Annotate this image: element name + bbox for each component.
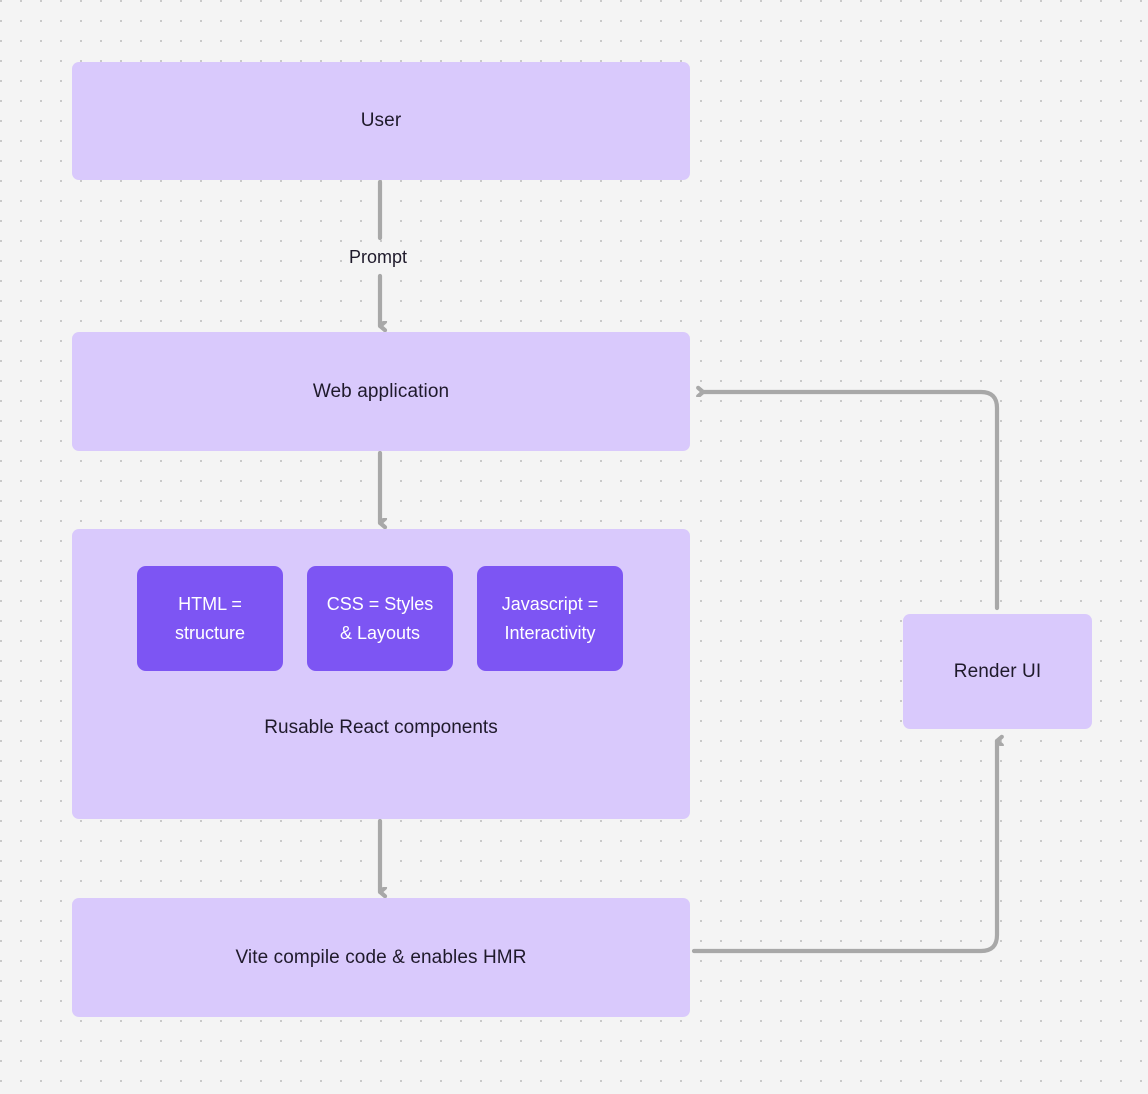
chip-html-label: HTML = structure	[169, 590, 251, 648]
node-web-application[interactable]: Web application	[72, 332, 690, 451]
node-user-label: User	[360, 110, 402, 132]
node-user[interactable]: User	[72, 62, 690, 180]
chip-javascript[interactable]: Javascript = Interactivity	[477, 566, 623, 671]
chip-css-line2: & Layouts	[339, 622, 421, 643]
chip-html[interactable]: HTML = structure	[137, 566, 283, 671]
chip-javascript-line2: Interactivity	[504, 622, 596, 643]
chip-javascript-label: Javascript = Interactivity	[496, 590, 605, 648]
chip-javascript-line1: Javascript =	[501, 593, 599, 614]
node-web-application-label: Web application	[312, 380, 450, 402]
edge-vite-to-render	[691, 741, 997, 954]
node-react-components-container[interactable]: HTML = structure CSS = Styles & Layouts …	[72, 529, 690, 819]
chip-css-label: CSS = Styles & Layouts	[321, 590, 440, 648]
chip-row: HTML = structure CSS = Styles & Layouts …	[137, 566, 625, 671]
edge-render-to-webapp	[703, 392, 1000, 611]
react-components-caption: Rusable React components	[264, 717, 498, 738]
chip-css[interactable]: CSS = Styles & Layouts	[307, 566, 453, 671]
node-vite[interactable]: Vite compile code & enables HMR	[72, 898, 690, 1017]
chip-html-line2: structure	[174, 622, 246, 643]
node-render-ui[interactable]: Render UI	[903, 614, 1092, 729]
node-render-ui-label: Render UI	[953, 660, 1042, 682]
chip-css-line1: CSS = Styles	[326, 593, 434, 614]
chip-html-line1: HTML =	[178, 593, 242, 614]
node-vite-label: Vite compile code & enables HMR	[235, 946, 527, 968]
edge-label-prompt: Prompt	[343, 245, 414, 270]
